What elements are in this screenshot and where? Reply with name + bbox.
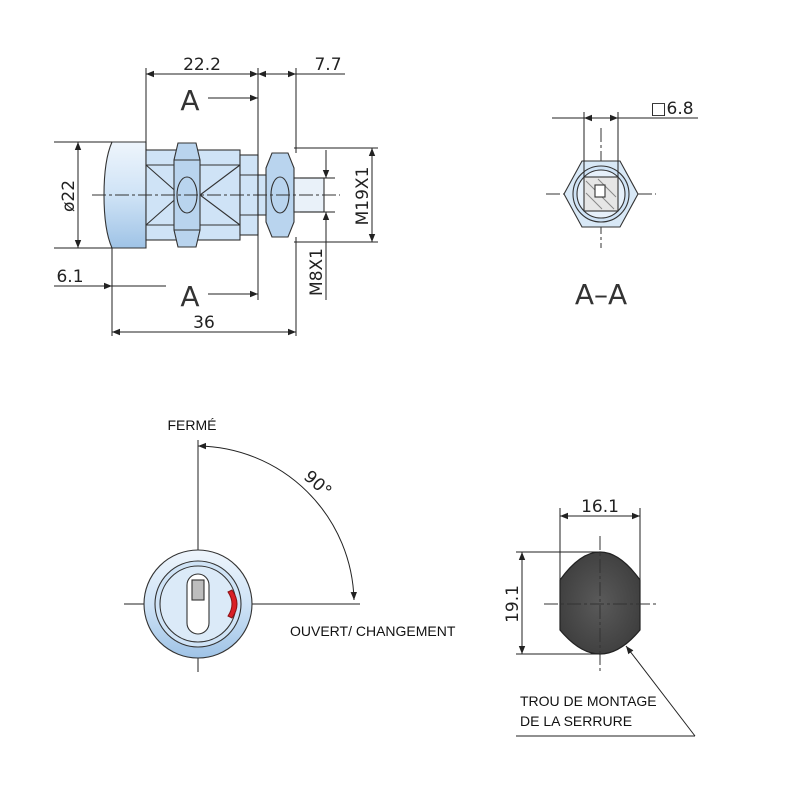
mounting-hole-view: 16.1 19.1 TROU DE MONTAGE DE LA SERRURE <box>503 497 696 737</box>
angle-label: 90° <box>299 467 335 502</box>
front-view: FERMÉ 90° OUVERT/ CHANGEMENT <box>124 417 456 672</box>
dim-22-2: 22.2 <box>183 55 221 75</box>
indicator-red-icon <box>227 589 238 619</box>
closed-label: FERMÉ <box>168 417 217 433</box>
section-label-a-bottom: A <box>180 280 199 313</box>
rotation-arc <box>197 442 357 601</box>
dim-diameter-22: ø22 <box>59 180 79 212</box>
dim-36: 36 <box>193 313 215 333</box>
dim-thread-m19: M19X1 <box>353 167 373 226</box>
dim-6-1: 6.1 <box>56 267 83 287</box>
mounting-hole <box>559 551 641 655</box>
side-view: 22.2 7.7 A A ø22 6.1 36 M19X1 M8X1 <box>54 55 378 336</box>
dim-square-6-8: □6.8 <box>650 99 693 119</box>
hole-caption-line2: DE LA SERRURE <box>520 713 632 729</box>
open-label: OUVERT/ CHANGEMENT <box>290 623 456 639</box>
section-label-a-top: A <box>180 84 199 117</box>
dim-thread-m8: M8X1 <box>307 248 327 296</box>
section-title-a-a: A–A <box>575 278 627 311</box>
dim-19-1: 19.1 <box>503 585 523 623</box>
dim-7-7: 7.7 <box>314 55 341 75</box>
hole-caption-line1: TROU DE MONTAGE <box>520 693 657 709</box>
dim-16-1: 16.1 <box>581 497 619 517</box>
section-a-a-view: □6.8 A–A <box>546 99 698 311</box>
